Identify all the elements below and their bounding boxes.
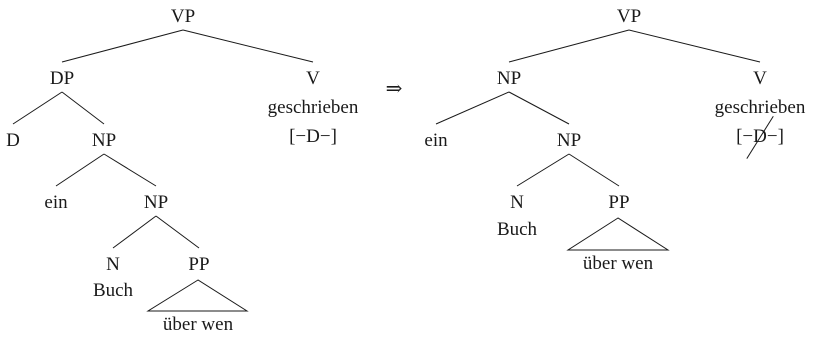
edge-left-dp-np1 (61, 91, 105, 125)
edge-left-vp-dp (61, 29, 184, 63)
left-d-node: D (6, 130, 20, 151)
right-vp-node: VP (616, 6, 642, 27)
right-v-word: geschrieben (714, 97, 806, 118)
left-ein-node: ein (44, 192, 68, 213)
edge-right-np1-ein (435, 91, 510, 125)
left-buch-word: Buch (92, 280, 134, 301)
left-pp-word: über wen (162, 314, 234, 335)
left-np2-node: NP (143, 192, 169, 213)
struck-feature: [−D−] (736, 126, 784, 147)
left-np1-node: NP (91, 130, 117, 151)
edge-left-np2-n (112, 215, 157, 249)
edge-right-np2-n (516, 153, 570, 187)
edge-left-np2-pp (155, 215, 200, 249)
right-v-feature-struck: [−D−] (736, 126, 784, 148)
left-n-node: N (106, 254, 120, 275)
left-v-feature: [−D−] (289, 126, 337, 147)
right-buch-word: Buch (496, 219, 538, 240)
edge-left-np1-ein (55, 153, 105, 187)
left-vp-node: VP (170, 6, 196, 27)
right-pp-node: PP (608, 192, 630, 213)
edge-left-dp-d (12, 91, 63, 125)
edge-right-np1-np2 (508, 91, 570, 125)
edge-right-np2-pp (568, 153, 620, 187)
left-v-word: geschrieben (267, 97, 359, 118)
left-v-node: V (306, 68, 320, 89)
left-pp-node: PP (188, 254, 210, 275)
right-ein-node: ein (424, 130, 448, 151)
right-v-node: V (753, 68, 767, 89)
right-n-node: N (510, 192, 524, 213)
derivation-arrow: ⇒ (385, 78, 403, 100)
left-dp-node: DP (49, 68, 75, 89)
right-np2-node: NP (556, 130, 582, 151)
edge-right-vp-v (628, 29, 761, 63)
right-np1-node: NP (496, 68, 522, 89)
edge-left-vp-v (182, 29, 314, 63)
triangle-left-pp (146, 279, 249, 312)
edge-right-vp-np1 (508, 29, 630, 63)
edge-left-np1-np2 (103, 153, 157, 187)
triangle-right-pp (566, 217, 670, 251)
right-pp-word: über wen (582, 253, 654, 274)
